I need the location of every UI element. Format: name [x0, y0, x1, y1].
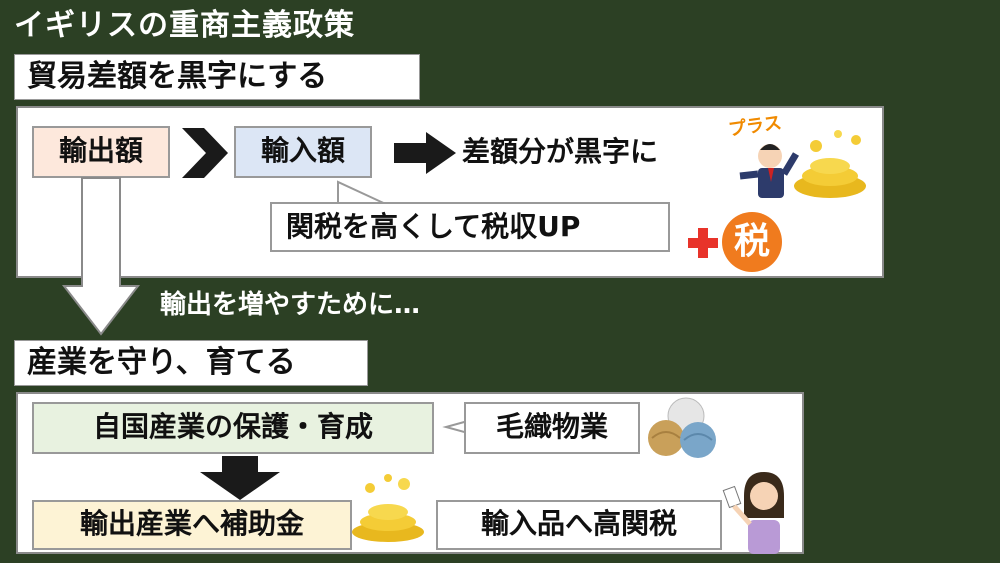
chevron-right-icon	[182, 128, 228, 178]
tariff-text: 関税を高くして税収UP	[270, 202, 670, 252]
import-amount-box: 輸入額	[234, 126, 372, 178]
yarn-balls-illustration	[648, 397, 716, 458]
section2-label: 産業を守り、育てる	[14, 340, 368, 386]
arrow-down-icon	[61, 177, 141, 336]
plus-icon	[688, 228, 718, 258]
worried-woman-illustration	[722, 472, 784, 554]
page-title: イギリスの重商主義政策	[14, 8, 355, 43]
arrow-down-small-icon	[200, 456, 280, 500]
section1-label: 貿易差額を黒字にする	[14, 54, 420, 100]
coins-pile-illustration	[352, 474, 424, 542]
transition-text: 輸出を増やすために…	[160, 290, 421, 320]
export-amount-box: 輸出額	[32, 126, 170, 178]
import-tariff-box: 輸入品へ高関税	[436, 500, 722, 550]
export-subsidy-box: 輸出産業へ補助金	[32, 500, 352, 550]
wool-industry-box: 毛織物業	[464, 402, 640, 454]
businessman-coins-illustration	[739, 130, 866, 198]
arrow-right-icon	[394, 132, 456, 174]
tax-badge: 税	[722, 212, 782, 272]
industry-protection-box: 自国産業の保護・育成	[32, 402, 434, 454]
surplus-text: 差額分が黒字に	[462, 135, 659, 168]
